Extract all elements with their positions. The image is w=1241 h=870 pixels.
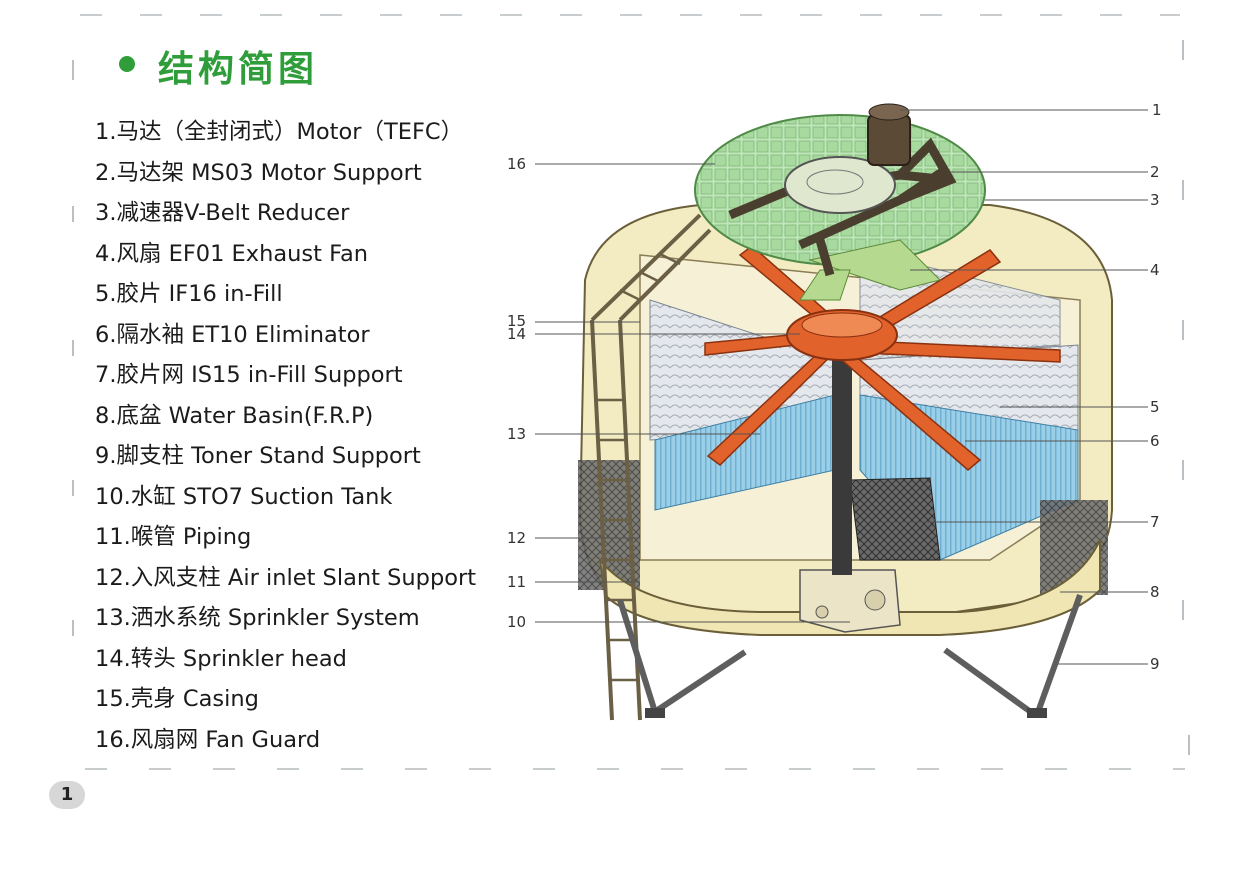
margin-tick — [72, 620, 74, 636]
legend-item: 11.喉管 Piping — [95, 524, 252, 550]
margin-tick — [72, 480, 74, 496]
fill-support — [849, 477, 941, 561]
legend-item: 7.胶片网 IS15 in-Fill Support — [95, 362, 403, 388]
callout-3: 3 — [1150, 191, 1160, 209]
callout-13: 13 — [507, 425, 526, 443]
margin-tick — [1182, 180, 1184, 200]
margin-tick — [1182, 600, 1184, 620]
ladder-rungs — [596, 252, 681, 682]
legend-item: 9.脚支柱 Toner Stand Support — [95, 443, 421, 469]
title-bullet-icon — [119, 56, 135, 72]
top-border — [80, 14, 1180, 16]
callout-1: 1 — [1152, 101, 1162, 119]
callout-5: 5 — [1150, 398, 1160, 416]
legend-item: 12.入风支柱 Air inlet Slant Support — [95, 564, 477, 591]
stand-support — [617, 593, 1083, 718]
legend-item: 15.壳身 Casing — [95, 686, 259, 712]
callout-8: 8 — [1150, 583, 1160, 601]
motor — [867, 114, 911, 166]
legend-item: 5.胶片 IF16 in-Fill — [95, 281, 283, 307]
bottom-border — [85, 768, 1185, 770]
margin-tick — [72, 60, 74, 80]
parts-legend: 1.马达（全封闭式）Motor（TEFC） 2.马达架 MS03 Motor Su… — [95, 112, 476, 760]
callout-16: 16 — [507, 155, 526, 173]
legend-item: 13.洒水系统 Sprinkler System — [95, 605, 420, 631]
callout-7: 7 — [1150, 513, 1160, 531]
margin-tick — [1182, 40, 1184, 60]
callout-9: 9 — [1150, 655, 1160, 673]
callout-lines — [535, 109, 1148, 665]
page-title: 结构简图 — [158, 49, 319, 90]
central-pipe — [832, 340, 852, 575]
callout-15: 15 — [507, 312, 526, 330]
callout-12: 12 — [507, 529, 526, 547]
callout-6: 6 — [1150, 432, 1160, 450]
callout-11: 11 — [507, 573, 526, 591]
water-basin — [598, 539, 1101, 636]
legend-item: 14.转头 Sprinkler head — [95, 645, 347, 672]
callout-4: 4 — [1150, 261, 1160, 279]
legend-item: 8.底盆 Water Basin(F.R.P) — [95, 402, 374, 429]
legend-item: 6.隔水袖 ET10 Eliminator — [95, 321, 370, 348]
margin-tick — [72, 206, 74, 222]
legend-item: 16.风扇网 Fan Guard — [95, 726, 321, 753]
legend-item: 1.马达（全封闭式）Motor（TEFC） — [95, 119, 464, 145]
margin-tick — [72, 340, 74, 356]
callout-2: 2 — [1150, 163, 1160, 181]
margin-tick — [1182, 460, 1184, 480]
exhaust-fan — [808, 239, 941, 291]
page-number: 1 — [49, 781, 85, 809]
legend-item: 10.水缸 STO7 Suction Tank — [95, 483, 393, 510]
legend-item: 4.风扇 EF01 Exhaust Fan — [95, 240, 369, 267]
legend-item: 2.马达架 MS03 Motor Support — [95, 159, 422, 186]
reducer — [784, 156, 896, 214]
margin-tick — [1182, 320, 1184, 340]
legend-item: 3.减速器V-Belt Reducer — [95, 200, 350, 226]
callout-14: 14 — [507, 325, 526, 343]
callout-10: 10 — [507, 613, 526, 631]
margin-tick — [1188, 735, 1190, 755]
